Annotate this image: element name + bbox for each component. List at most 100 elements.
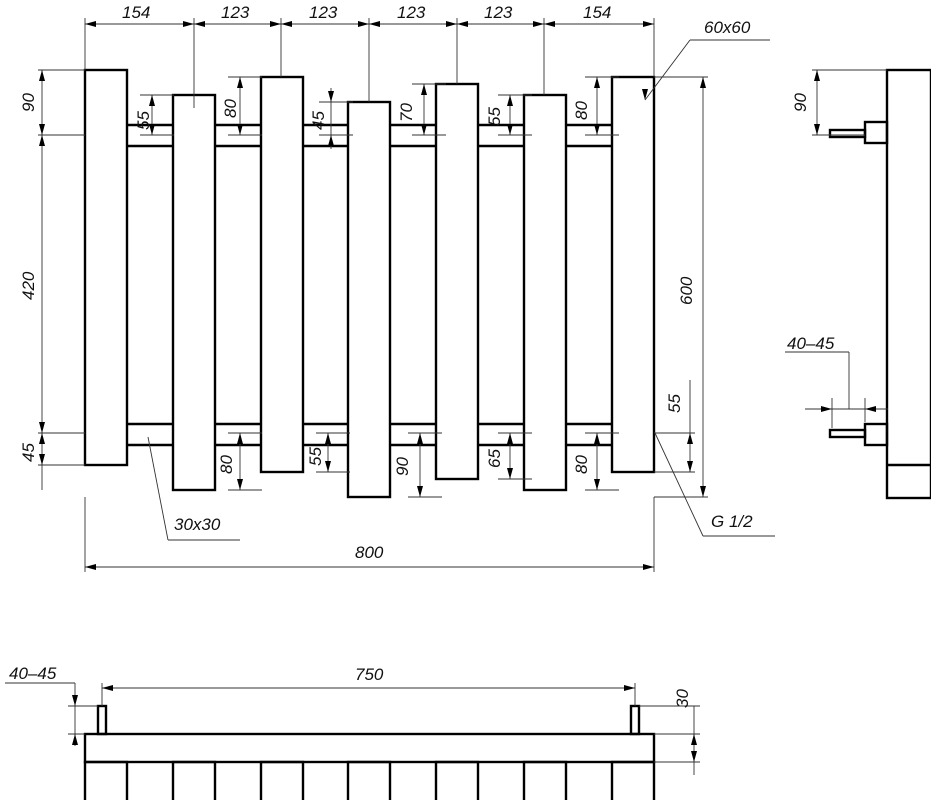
arrowhead — [687, 433, 693, 444]
arrowhead — [325, 461, 331, 472]
dim-lower-5: 80 — [572, 455, 591, 474]
side-dim-stub: 40–45 — [787, 334, 835, 353]
arrowhead — [624, 685, 635, 691]
dim-top-6: 154 — [583, 3, 611, 22]
arrowhead — [533, 21, 544, 27]
dim-upper-4: 70 — [397, 103, 416, 122]
arrowhead — [194, 21, 205, 27]
arrowhead — [328, 91, 334, 102]
arrowhead — [421, 124, 427, 135]
arrowhead — [642, 89, 648, 100]
arrowhead — [821, 406, 832, 412]
arrowhead — [417, 486, 423, 497]
bottom-dim-centers: 750 — [355, 665, 384, 684]
dim-upper-3: 45 — [309, 111, 328, 130]
side-bar — [885, 68, 931, 500]
arrowhead — [39, 124, 45, 135]
arrowhead — [328, 135, 334, 146]
arrowhead — [39, 433, 45, 444]
dim-top-3: 123 — [309, 3, 338, 22]
arrowhead — [446, 21, 457, 27]
arrowhead — [814, 70, 820, 81]
bottom-bar-7 — [610, 760, 656, 800]
side-dim-top: 90 — [791, 93, 810, 112]
vertical-bar-7 — [610, 75, 656, 474]
label-pipe-section: 30x30 — [174, 515, 221, 534]
arrowhead — [102, 685, 113, 691]
arrowhead — [687, 461, 693, 472]
arrowhead — [325, 433, 331, 444]
dim-height: 600 — [677, 276, 696, 305]
side-stub-bottom — [863, 422, 889, 447]
arrowhead — [85, 21, 96, 27]
arrowhead — [358, 21, 369, 27]
bottom-pipe — [83, 732, 656, 764]
arrowhead — [270, 21, 281, 27]
dim-top-4: 123 — [397, 3, 426, 22]
dim-lower-3: 90 — [393, 457, 412, 476]
arrowhead — [39, 422, 45, 433]
bottom-bar-2 — [171, 760, 217, 800]
leader-line — [654, 432, 704, 537]
side-stub-top — [863, 120, 889, 145]
arrowhead — [594, 479, 600, 490]
arrowhead — [39, 454, 45, 465]
dim-top-5: 123 — [484, 3, 513, 22]
arrowhead — [643, 564, 654, 570]
vertical-bar-5 — [434, 82, 480, 481]
arrowhead — [507, 95, 513, 106]
arrowhead — [594, 433, 600, 444]
dim-lower-1: 80 — [217, 455, 236, 474]
dim-upper-2: 80 — [221, 99, 240, 118]
dim-width: 800 — [355, 543, 384, 562]
bottom-stub-right — [629, 704, 641, 736]
vertical-bar-3 — [259, 75, 305, 474]
arrowhead — [691, 751, 697, 762]
arrowhead — [39, 70, 45, 81]
arrowhead — [237, 479, 243, 490]
dim-upper-6: 80 — [572, 101, 591, 120]
arrowhead — [421, 84, 427, 95]
arrowhead — [281, 21, 292, 27]
dim-lower-2: 55 — [306, 447, 325, 466]
label-thread: G 1/2 — [711, 512, 753, 531]
dim-left-bottom: 45 — [19, 443, 38, 462]
bottom-bar-3 — [259, 760, 305, 800]
dim-lower-4: 65 — [485, 449, 504, 468]
arrowhead — [72, 695, 78, 706]
arrowhead — [865, 406, 876, 412]
arrowhead — [594, 124, 600, 135]
vertical-bar-4 — [346, 100, 392, 499]
dim-top-1: 154 — [122, 3, 150, 22]
side-thread-top — [828, 128, 867, 139]
bottom-bar-5 — [434, 760, 480, 800]
arrowhead — [149, 95, 155, 106]
dim-upper-5: 55 — [485, 107, 504, 126]
arrowhead — [507, 124, 513, 135]
bottom-bar-1 — [83, 760, 129, 800]
bottom-bar-4 — [346, 760, 392, 800]
arrowhead — [149, 124, 155, 135]
arrowhead — [369, 21, 380, 27]
vertical-bar-1 — [83, 68, 129, 467]
arrowhead — [237, 124, 243, 135]
bottom-stub-left — [96, 704, 108, 736]
leader-line — [147, 436, 169, 541]
dim-left-top: 90 — [19, 93, 38, 112]
dim-bottom-right: 55 — [665, 394, 684, 413]
arrowhead — [237, 77, 243, 88]
arrowhead — [594, 77, 600, 88]
dimension-line — [644, 39, 691, 101]
bottom-dim-depth: 30 — [673, 689, 692, 708]
bottom-dim-stub: 40–45 — [9, 664, 57, 683]
arrowhead — [814, 124, 820, 135]
side-thread-bottom — [828, 428, 867, 439]
arrowhead — [85, 564, 96, 570]
dim-upper-1: 55 — [134, 111, 153, 130]
arrowhead — [183, 21, 194, 27]
arrowhead — [457, 21, 468, 27]
arrowhead — [643, 21, 654, 27]
dim-left-middle: 420 — [19, 271, 38, 300]
arrowhead — [417, 433, 423, 444]
